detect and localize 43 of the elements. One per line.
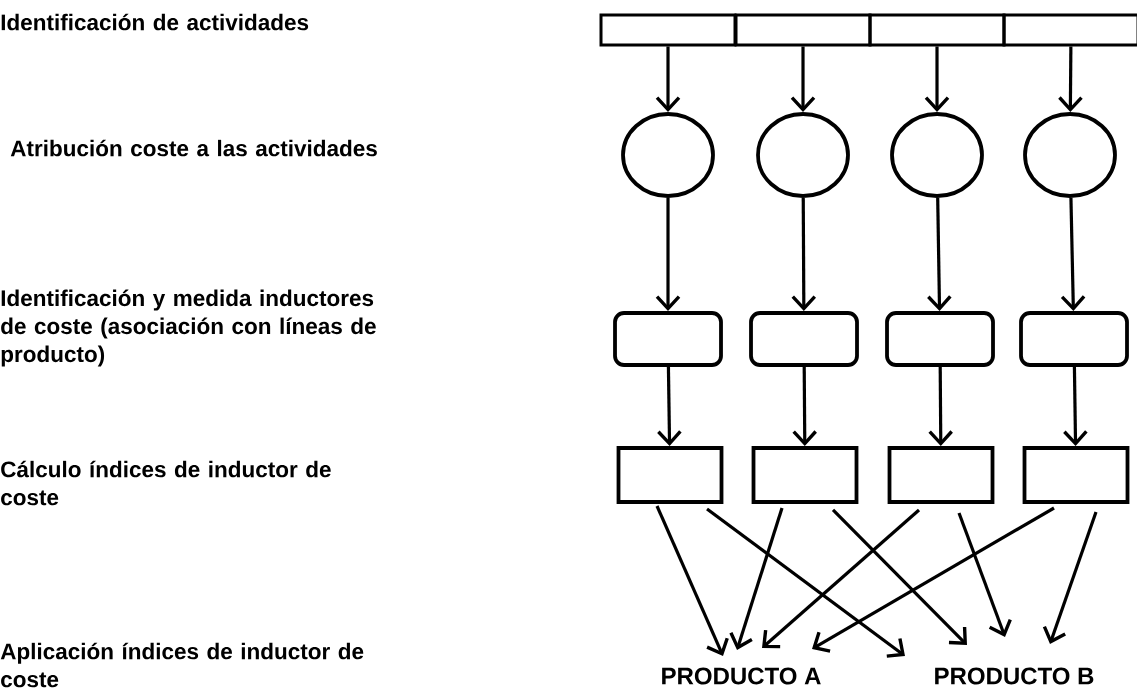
index-box [616, 446, 724, 504]
arrow [1042, 511, 1098, 644]
product-label: PRODUCTO A [662, 667, 821, 685]
arrow [655, 46, 681, 113]
arrow [812, 506, 1055, 653]
arrow [957, 512, 1012, 637]
arrow [927, 197, 952, 312]
arrow [791, 197, 817, 312]
arrow [1058, 46, 1083, 113]
arrow [706, 507, 905, 658]
step-label: Identificación y medida inductores de coste (asociación con líneas de producto) [1, 289, 376, 367]
arrow [762, 508, 921, 649]
arrow [831, 508, 967, 645]
arrow [928, 366, 953, 447]
activity-cell [868, 13, 1006, 47]
arrow [792, 366, 817, 447]
cost-circle [621, 112, 715, 198]
activity-cell [599, 13, 737, 47]
cost-circle [890, 112, 984, 198]
arrow [655, 505, 729, 656]
rounded-box [749, 311, 859, 367]
arrow [1063, 366, 1088, 447]
rounded-box [613, 311, 723, 367]
step-label: Atribución coste a las actividades [10, 139, 377, 157]
index-box [1022, 446, 1130, 504]
rounded-box [885, 311, 995, 367]
step-label: Aplicación índices de inductor de coste [0, 642, 364, 688]
step-label: Identificación de actividades [1, 13, 309, 31]
activity-cell [1002, 13, 1137, 47]
index-box [751, 446, 859, 504]
arrow [657, 366, 682, 447]
index-box [887, 446, 995, 504]
cost-circle [756, 112, 850, 198]
arrow [924, 46, 950, 113]
activity-cell [734, 13, 872, 47]
cost-circle [1023, 112, 1117, 198]
arrow [729, 507, 784, 650]
arrow [655, 197, 681, 312]
product-label: PRODUCTO B [935, 667, 1094, 685]
step-label: Cálculo índices de inductor de coste [1, 460, 331, 506]
arrow [790, 46, 816, 113]
arrow [1060, 197, 1086, 312]
rounded-box [1019, 311, 1129, 367]
